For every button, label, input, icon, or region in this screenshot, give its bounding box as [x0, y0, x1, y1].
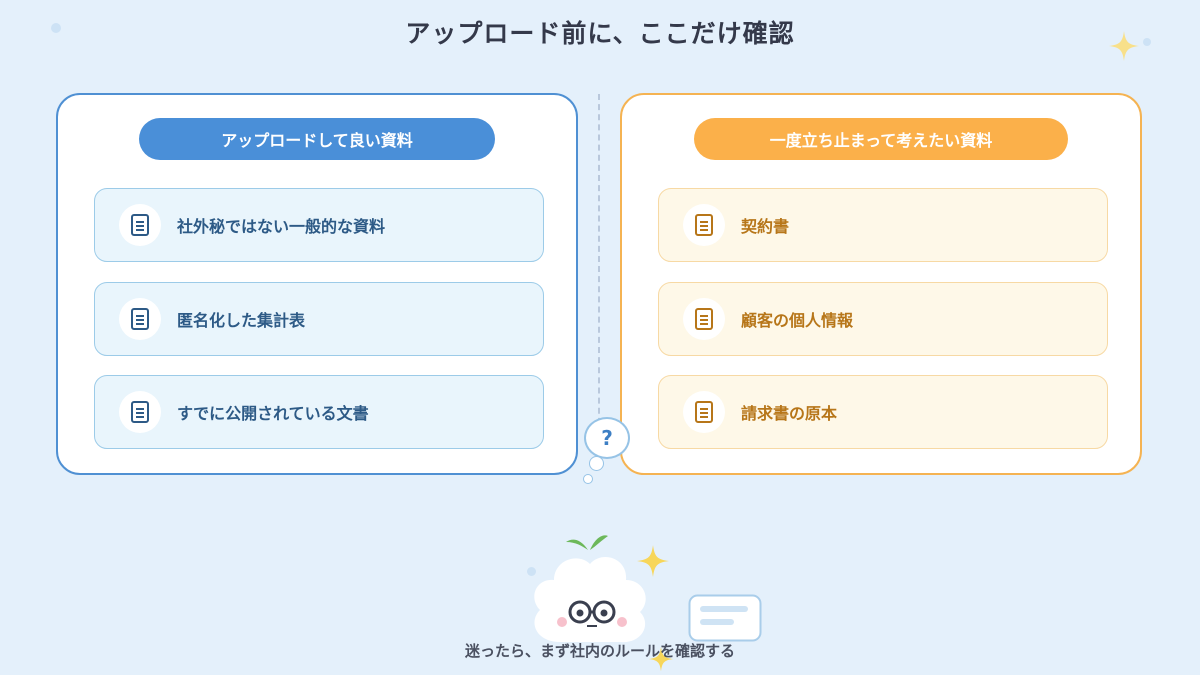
ok-to-upload-heading: アップロードして良い資料 — [139, 118, 495, 160]
list-item-label: 匿名化した集計表 — [177, 311, 306, 330]
document-icon — [683, 204, 725, 246]
ok-to-upload-panel: アップロードして良い資料 社外秘ではない一般的な資料 匿名化した集計表 すでに公… — [56, 93, 578, 475]
list-item-label: すでに公開されている文書 — [177, 404, 369, 423]
question-mark: ? — [601, 426, 613, 450]
document-icon — [683, 298, 725, 340]
center-divider — [598, 94, 600, 434]
thought-dot — [583, 474, 593, 484]
sparkle-icon — [637, 545, 669, 577]
document-icon — [683, 391, 725, 433]
sparkle-icon — [1109, 31, 1139, 61]
list-item: 請求書の原本 — [658, 375, 1108, 449]
decor-dot — [527, 567, 536, 576]
document-icon — [119, 391, 161, 433]
think-twice-heading: 一度立ち止まって考えたい資料 — [694, 118, 1068, 160]
think-twice-panel: 一度立ち止まって考えたい資料 契約書 顧客の個人情報 請求書の原本 — [620, 93, 1142, 475]
list-item-label: 顧客の個人情報 — [741, 311, 854, 330]
speech-card-icon — [688, 594, 762, 642]
list-item-label: 請求書の原本 — [741, 404, 838, 423]
page-title: アップロード前に、ここだけ確認 — [405, 19, 795, 48]
question-bubble-icon: ? — [584, 417, 630, 459]
list-item-label: 社外秘ではない一般的な資料 — [177, 217, 386, 236]
document-icon — [119, 204, 161, 246]
thought-dot — [589, 456, 604, 471]
document-icon — [119, 298, 161, 340]
list-item: 社外秘ではない一般的な資料 — [94, 188, 544, 262]
cloud-mascot-icon — [534, 535, 646, 643]
list-item: 顧客の個人情報 — [658, 282, 1108, 356]
decor-dot — [51, 23, 61, 33]
footer-caption: 迷ったら、まず社内のルールを確認する — [464, 642, 735, 660]
list-item: 匿名化した集計表 — [94, 282, 544, 356]
list-item: すでに公開されている文書 — [94, 375, 544, 449]
decor-dot — [1143, 38, 1151, 46]
sparkle-icon — [648, 646, 674, 672]
list-item-label: 契約書 — [741, 217, 790, 236]
list-item: 契約書 — [658, 188, 1108, 262]
